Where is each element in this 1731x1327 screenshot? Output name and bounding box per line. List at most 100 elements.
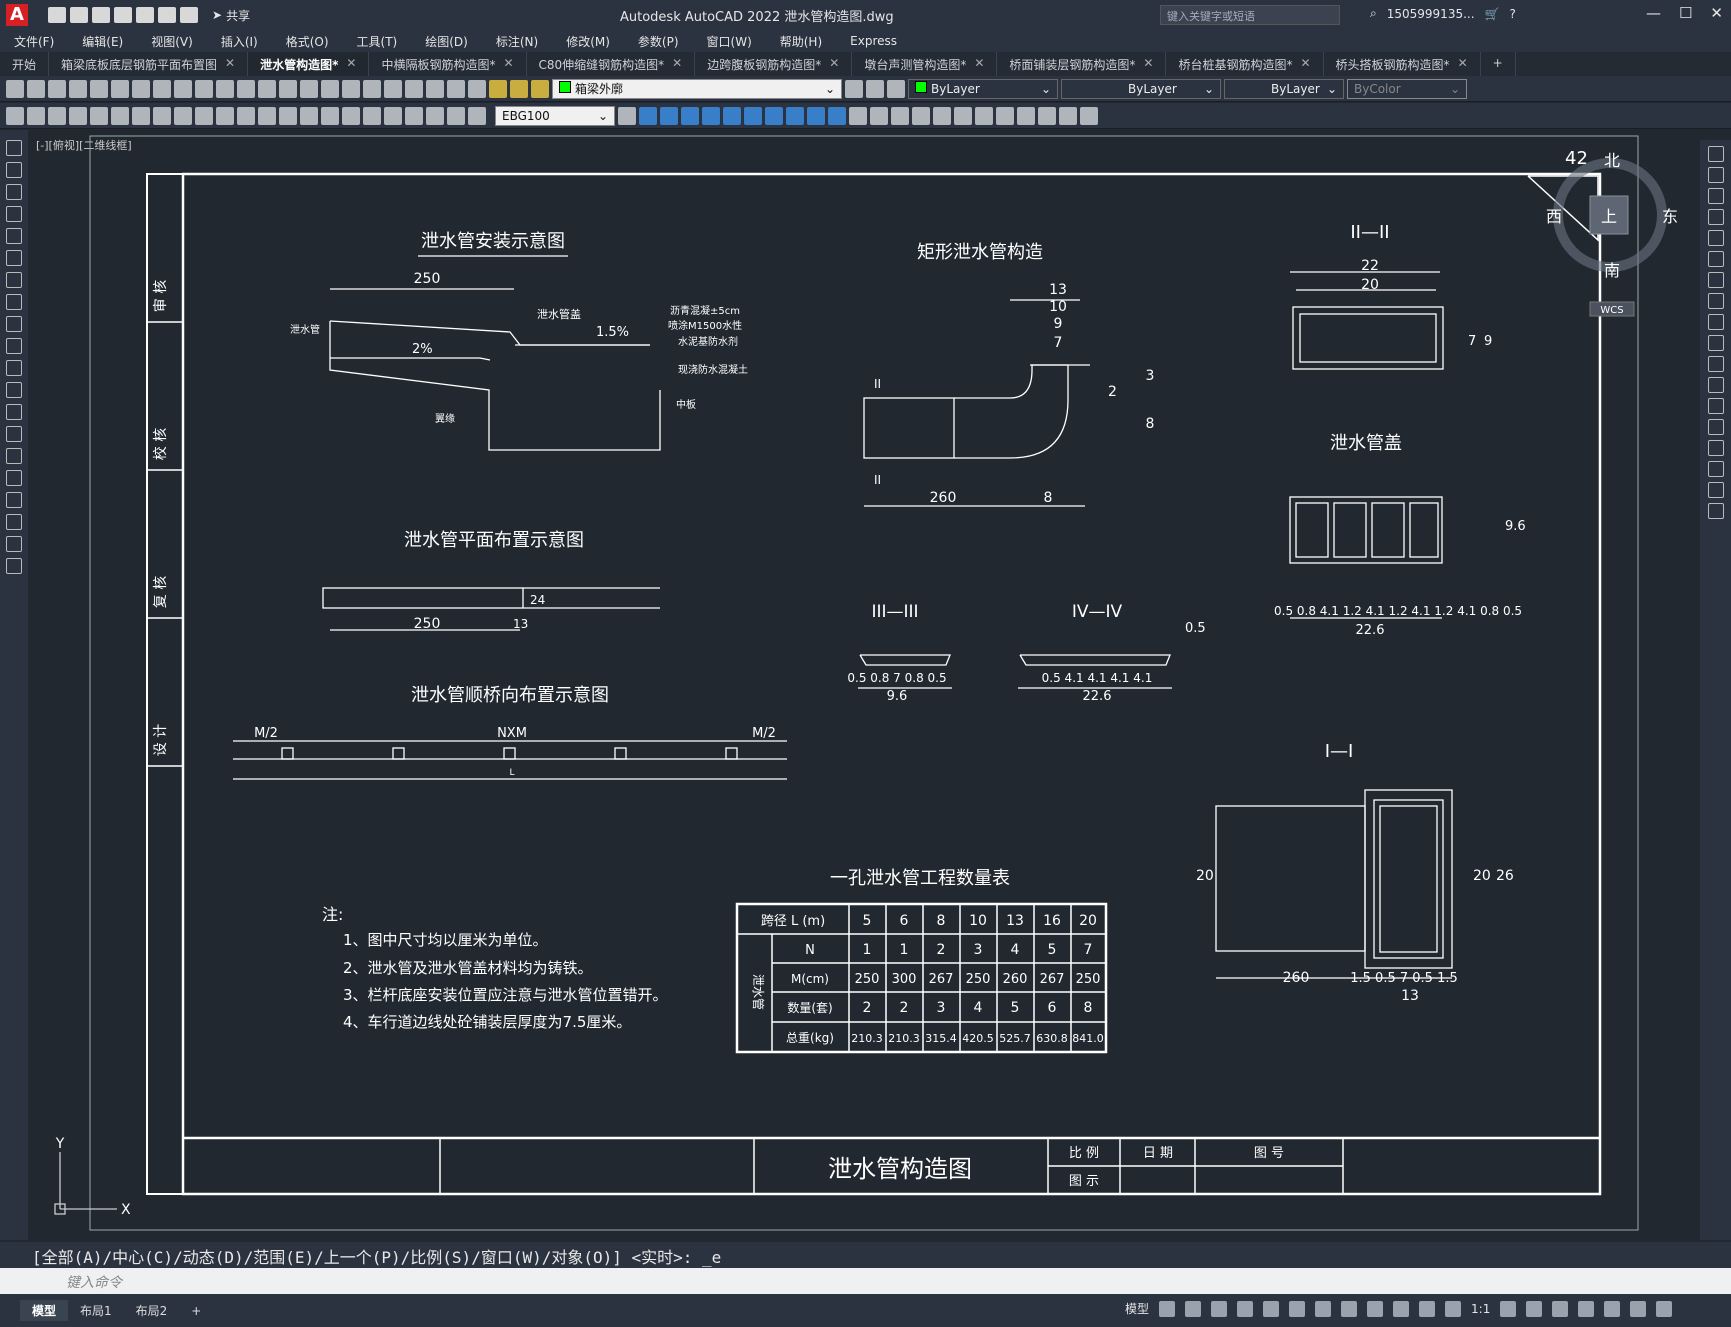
tab-file[interactable]: 桥头搭板钢筋构造图*✕ bbox=[1324, 52, 1481, 76]
view-right-icon[interactable] bbox=[702, 106, 720, 125]
annotation-visibility-icon[interactable] bbox=[1419, 1300, 1436, 1317]
view-top-icon[interactable] bbox=[639, 106, 657, 125]
calculator-icon[interactable] bbox=[447, 79, 465, 98]
undo-icon[interactable] bbox=[158, 7, 176, 23]
jogged-linear-icon[interactable] bbox=[405, 106, 423, 125]
menu-format[interactable]: 格式(O) bbox=[285, 34, 329, 49]
menu-view[interactable]: 视图(V) bbox=[151, 34, 193, 49]
annotation-scale[interactable]: 1:1 bbox=[1471, 1301, 1491, 1316]
annotation-monitor-icon[interactable] bbox=[1526, 1300, 1543, 1317]
cut-icon[interactable] bbox=[132, 79, 150, 98]
lineweight-dropdown[interactable]: ByLayer⌄ bbox=[1224, 78, 1344, 99]
add-layout-icon[interactable]: + bbox=[191, 1303, 202, 1318]
transparency-icon[interactable] bbox=[1367, 1300, 1384, 1317]
construction-line-icon[interactable] bbox=[6, 162, 22, 178]
share-button[interactable]: ➤共享 bbox=[212, 7, 250, 24]
viewport-controls[interactable]: [-][俯视][二维线框] bbox=[36, 139, 132, 152]
stretch-icon[interactable] bbox=[1707, 314, 1724, 330]
dim-arc-icon[interactable] bbox=[111, 106, 129, 125]
lineweight-icon[interactable] bbox=[1341, 1300, 1358, 1317]
redo-icon[interactable] bbox=[237, 79, 255, 98]
plot-icon[interactable] bbox=[136, 7, 154, 23]
publish-icon[interactable] bbox=[111, 79, 129, 98]
spline-icon[interactable] bbox=[6, 316, 22, 332]
tab-file[interactable]: 边跨腹板钢筋构造图*✕ bbox=[695, 52, 853, 76]
help-icon[interactable] bbox=[468, 79, 486, 98]
ucs-zaxis-icon[interactable] bbox=[996, 106, 1014, 125]
ucs-face-icon[interactable] bbox=[912, 106, 930, 125]
view-sw-icon[interactable] bbox=[765, 106, 783, 125]
tool-palettes-icon[interactable] bbox=[384, 79, 402, 98]
arc-icon[interactable] bbox=[6, 250, 22, 266]
break-point-icon[interactable] bbox=[1707, 377, 1724, 393]
view-bottom-icon[interactable] bbox=[660, 106, 678, 125]
zoom-window-icon[interactable] bbox=[300, 79, 318, 98]
preview-icon[interactable] bbox=[90, 79, 108, 98]
polygon-icon[interactable] bbox=[6, 206, 22, 222]
menu-help[interactable]: 帮助(H) bbox=[779, 34, 823, 49]
dim-edit-icon[interactable] bbox=[426, 106, 444, 125]
menu-insert[interactable]: 插入(I) bbox=[220, 34, 258, 49]
menu-window[interactable]: 窗口(W) bbox=[706, 34, 752, 49]
menu-file[interactable]: 文件(F) bbox=[14, 34, 55, 49]
hatch-icon[interactable] bbox=[6, 448, 22, 464]
help-icon[interactable]: ? bbox=[1509, 6, 1516, 21]
copy-icon[interactable] bbox=[153, 79, 171, 98]
array-icon[interactable] bbox=[1707, 230, 1724, 246]
tab-start[interactable]: 开始 bbox=[0, 52, 50, 76]
isodraft-icon[interactable] bbox=[1263, 1300, 1280, 1317]
save-icon[interactable] bbox=[48, 79, 66, 98]
line-icon[interactable] bbox=[6, 140, 22, 156]
join-icon[interactable] bbox=[1707, 419, 1724, 435]
tab-file[interactable]: 桥面铺装层钢筋构造图*✕ bbox=[997, 52, 1167, 76]
close-tab-icon[interactable]: ✕ bbox=[346, 56, 357, 70]
close-tab-icon[interactable]: ✕ bbox=[1300, 56, 1311, 70]
new-icon[interactable] bbox=[6, 79, 24, 98]
dim-space-icon[interactable] bbox=[300, 106, 318, 125]
view-ne-icon[interactable] bbox=[807, 106, 825, 125]
quick-properties-icon[interactable] bbox=[1578, 1300, 1595, 1317]
color-dropdown[interactable]: ByLayer⌄ bbox=[908, 78, 1058, 99]
move-icon[interactable] bbox=[1707, 251, 1724, 267]
zoom-previous-icon[interactable] bbox=[321, 79, 339, 98]
dimstyle-icon[interactable] bbox=[618, 106, 636, 125]
ellipse-icon[interactable] bbox=[6, 338, 22, 354]
dim-diameter-icon[interactable] bbox=[195, 106, 213, 125]
erase-icon[interactable] bbox=[1707, 146, 1724, 162]
layout-tab-1[interactable]: 布局1 bbox=[80, 1304, 112, 1318]
copy-object-icon[interactable] bbox=[1707, 167, 1724, 183]
paste-icon[interactable] bbox=[174, 79, 192, 98]
new-file-icon[interactable] bbox=[48, 7, 66, 23]
open-file-icon[interactable] bbox=[70, 7, 88, 23]
circle-icon[interactable] bbox=[6, 272, 22, 288]
tolerance-icon[interactable] bbox=[342, 106, 360, 125]
undo-icon[interactable] bbox=[216, 79, 234, 98]
redo-icon[interactable] bbox=[180, 7, 198, 23]
tab-file-active[interactable]: 泄水管构造图*✕ bbox=[248, 52, 370, 76]
tools-icon[interactable] bbox=[27, 106, 45, 125]
command-input[interactable]: 键入命令 bbox=[0, 1268, 1731, 1294]
dim-aligned-icon[interactable] bbox=[90, 106, 108, 125]
ucs-icon[interactable] bbox=[849, 106, 867, 125]
view-back-icon[interactable] bbox=[744, 106, 762, 125]
compass-east[interactable]: 东 bbox=[1662, 207, 1678, 226]
viewcube[interactable]: 上 北 南 东 西 WCS bbox=[1546, 151, 1678, 317]
model-space-button[interactable]: 模型 bbox=[1125, 1302, 1150, 1316]
save-icon[interactable] bbox=[92, 7, 110, 23]
add-selected-icon[interactable] bbox=[6, 558, 22, 574]
view-nw-icon[interactable] bbox=[828, 106, 846, 125]
region-icon[interactable] bbox=[6, 492, 22, 508]
ucs-previous-icon[interactable] bbox=[891, 106, 909, 125]
center-mark-icon[interactable] bbox=[363, 106, 381, 125]
menu-edit[interactable]: 编辑(E) bbox=[82, 34, 124, 49]
insert-block-icon[interactable] bbox=[6, 382, 22, 398]
dim-update-icon[interactable] bbox=[468, 106, 486, 125]
layer-freeze-icon[interactable] bbox=[510, 79, 528, 98]
print-icon[interactable] bbox=[69, 79, 87, 98]
save-as-icon[interactable] bbox=[114, 7, 132, 23]
dim-ordinate-icon[interactable] bbox=[132, 106, 150, 125]
ucs-3point-icon[interactable] bbox=[1017, 106, 1035, 125]
tab-file[interactable]: C80伸缩缝钢筋构造图*✕ bbox=[527, 52, 696, 76]
scale-icon[interactable] bbox=[1707, 293, 1724, 309]
close-tab-icon[interactable]: ✕ bbox=[225, 56, 236, 70]
